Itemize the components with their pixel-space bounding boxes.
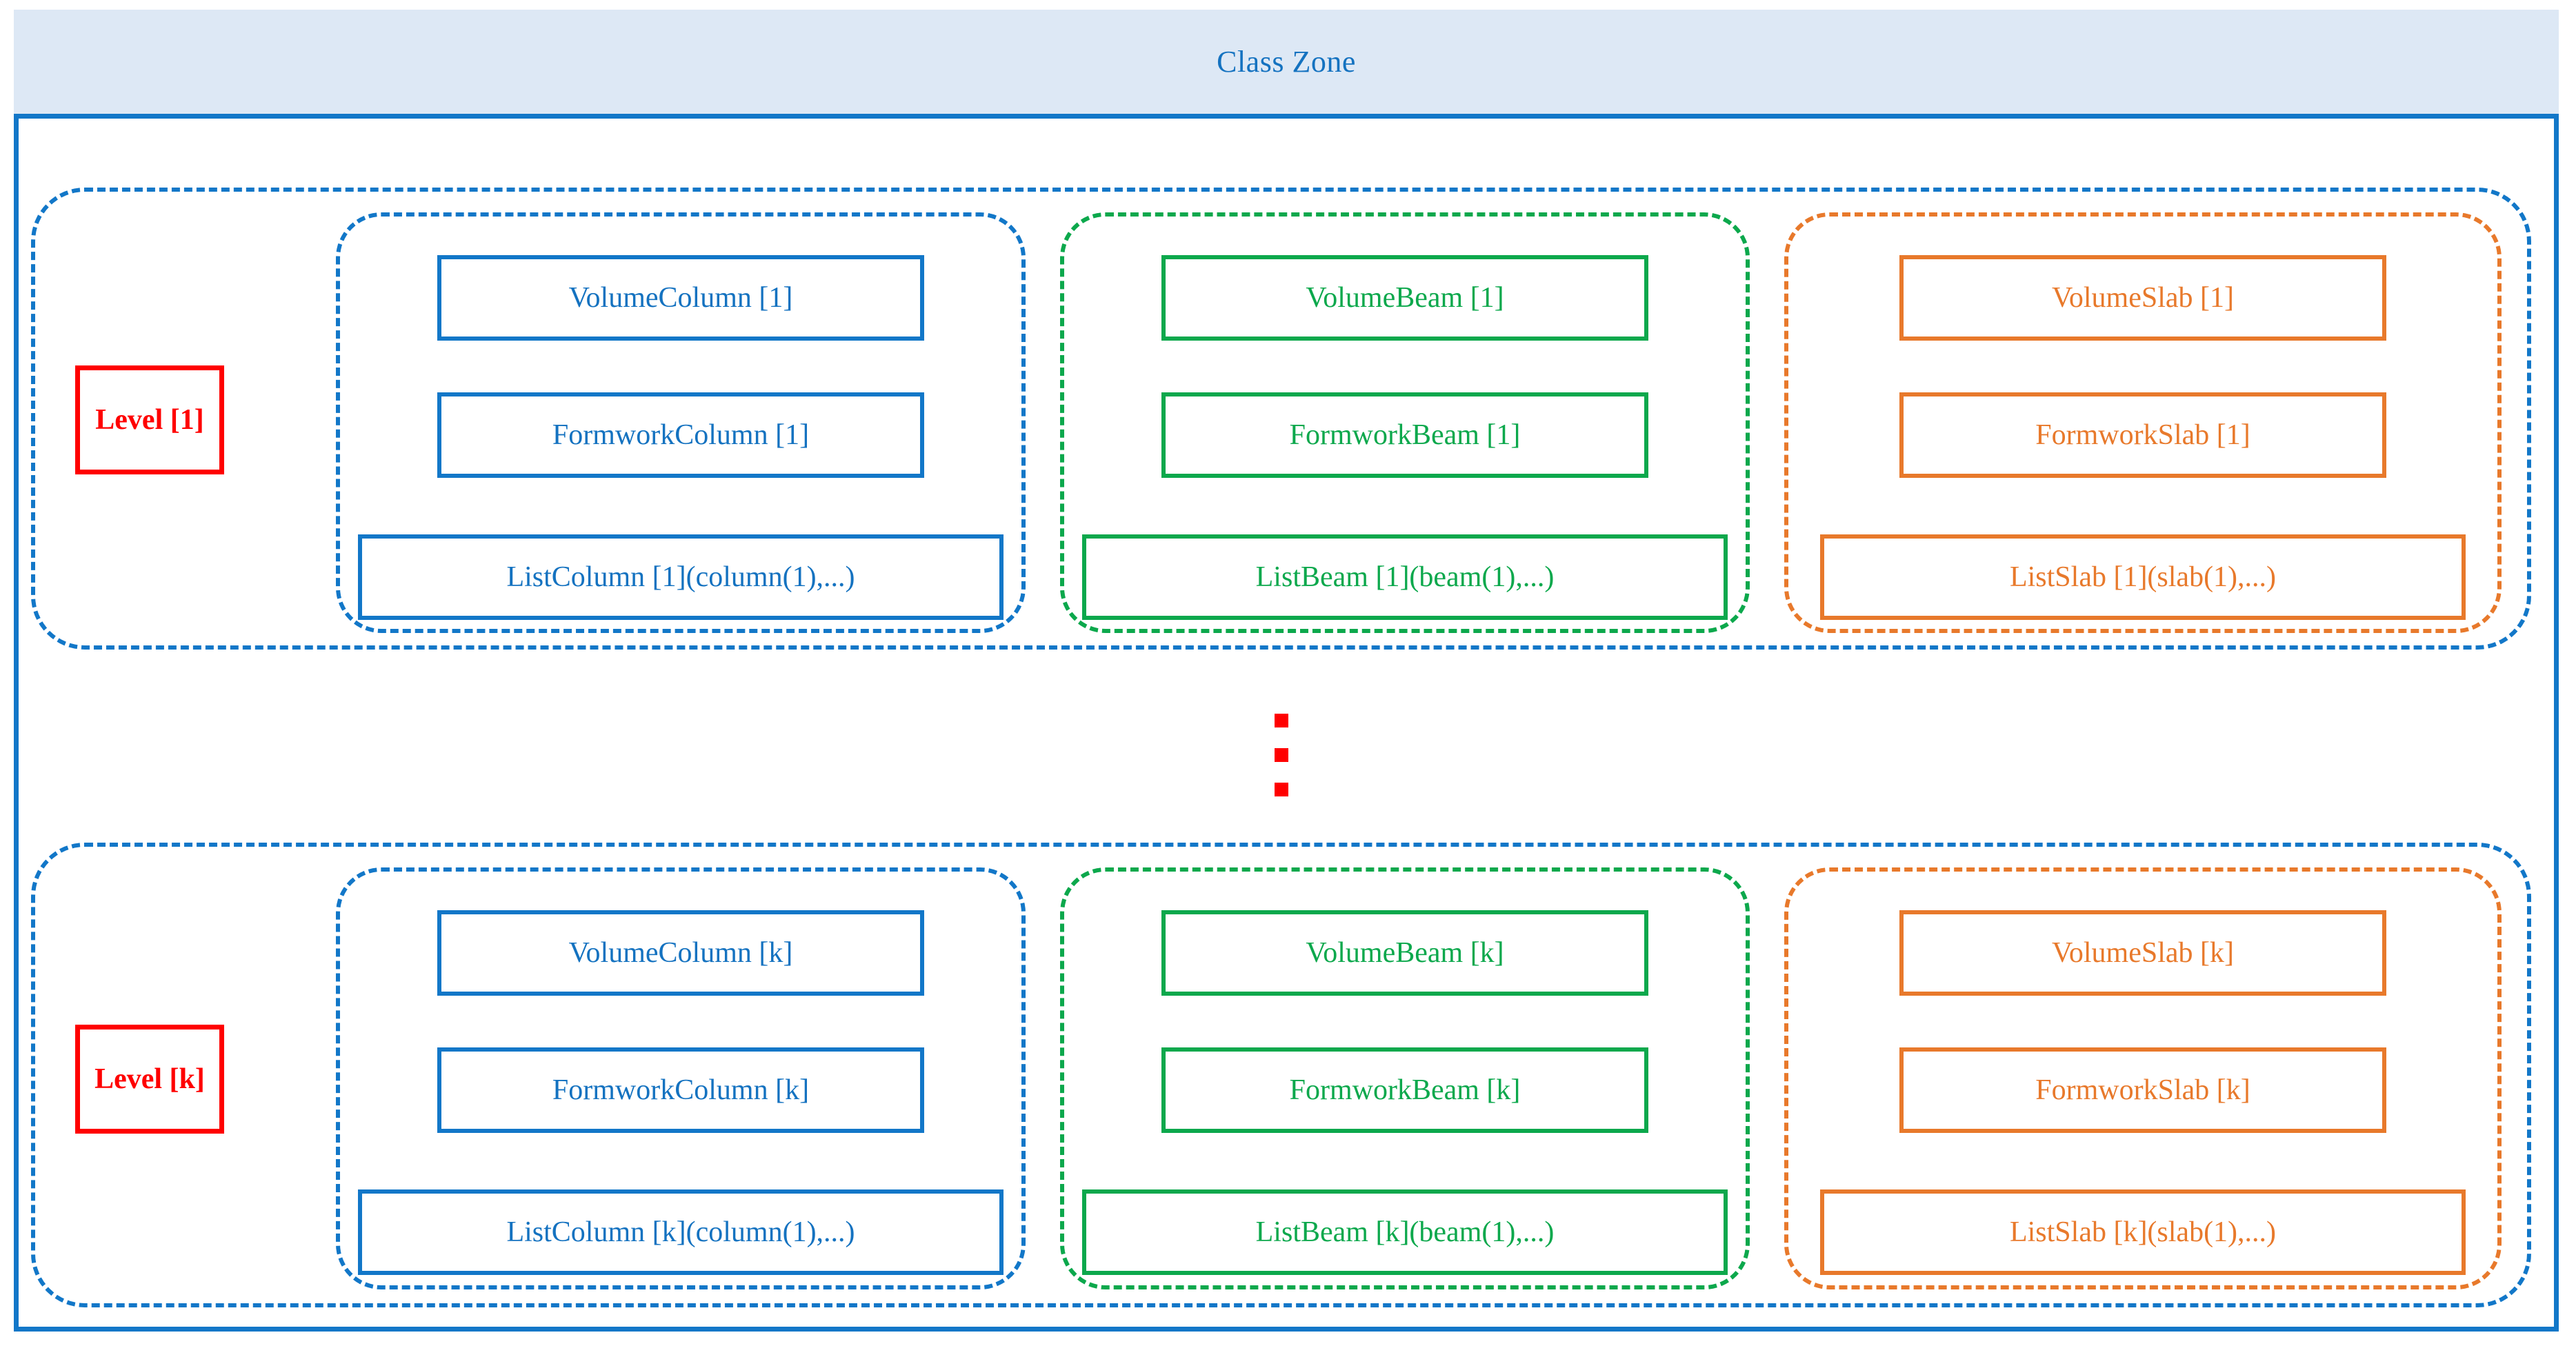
volume-slab-box-k: VolumeSlab [k] (1899, 910, 2386, 996)
formwork-slab-box-1: FormworkSlab [1] (1899, 392, 2386, 478)
volume-slab-label-k: VolumeSlab [k] (2051, 937, 2235, 969)
level-label-text-1: Level [1] (95, 404, 204, 436)
category-group-column-1: VolumeColumn [1] FormworkColumn [1] List… (336, 212, 1026, 633)
list-slab-box-1: ListSlab [1](slab(1),...) (1820, 534, 2466, 620)
list-column-box-k: ListColumn [k](column(1),...) (358, 1189, 1004, 1275)
formwork-slab-label-1: FormworkSlab [1] (2035, 419, 2250, 451)
level-label-text-k: Level [k] (94, 1063, 205, 1095)
ellipsis-dot (1275, 748, 1288, 762)
category-group-beam-1: VolumeBeam [1] FormworkBeam [1] ListBeam… (1060, 212, 1750, 633)
list-column-label-1: ListColumn [1](column(1),...) (506, 561, 855, 593)
level-label-box-k: Level [k] (75, 1025, 224, 1134)
volume-column-label-k: VolumeColumn [k] (568, 937, 793, 969)
list-column-label-k: ListColumn [k](column(1),...) (506, 1216, 855, 1248)
volume-beam-label-1: VolumeBeam [1] (1306, 282, 1504, 314)
volume-slab-label-1: VolumeSlab [1] (2051, 282, 2235, 314)
volume-beam-label-k: VolumeBeam [k] (1306, 937, 1504, 969)
volume-beam-box-k: VolumeBeam [k] (1161, 910, 1648, 996)
list-column-box-1: ListColumn [1](column(1),...) (358, 534, 1004, 620)
list-beam-box-k: ListBeam [k](beam(1),...) (1082, 1189, 1728, 1275)
formwork-column-label-1: FormworkColumn [1] (552, 419, 810, 451)
volume-slab-box-1: VolumeSlab [1] (1899, 255, 2386, 341)
formwork-column-label-k: FormworkColumn [k] (552, 1074, 810, 1106)
list-beam-label-k: ListBeam [k](beam(1),...) (1255, 1216, 1555, 1248)
level-group-1: Level [1] VolumeColumn [1] FormworkColum… (31, 188, 2531, 650)
volume-column-label-1: VolumeColumn [1] (568, 282, 793, 314)
formwork-column-box-k: FormworkColumn [k] (437, 1047, 924, 1133)
list-beam-box-1: ListBeam [1](beam(1),...) (1082, 534, 1728, 620)
list-slab-label-k: ListSlab [k](slab(1),...) (2009, 1216, 2277, 1248)
category-group-slab-1: VolumeSlab [1] FormworkSlab [1] ListSlab… (1784, 212, 2502, 633)
list-beam-label-1: ListBeam [1](beam(1),...) (1255, 561, 1555, 593)
ellipsis-dot (1275, 714, 1288, 727)
list-slab-box-k: ListSlab [k](slab(1),...) (1820, 1189, 2466, 1275)
formwork-beam-label-1: FormworkBeam [1] (1289, 419, 1521, 451)
class-zone-title: Class Zone (1217, 44, 1356, 79)
formwork-column-box-1: FormworkColumn [1] (437, 392, 924, 478)
volume-column-box-k: VolumeColumn [k] (437, 910, 924, 996)
category-group-beam-k: VolumeBeam [k] FormworkBeam [k] ListBeam… (1060, 867, 1750, 1289)
formwork-slab-label-k: FormworkSlab [k] (2035, 1074, 2250, 1106)
formwork-beam-box-k: FormworkBeam [k] (1161, 1047, 1648, 1133)
vertical-ellipsis-icon (1273, 714, 1290, 796)
level-label-box-1: Level [1] (75, 365, 224, 474)
level-group-k: Level [k] VolumeColumn [k] FormworkColum… (31, 843, 2531, 1307)
list-slab-label-1: ListSlab [1](slab(1),...) (2009, 561, 2277, 593)
formwork-beam-box-1: FormworkBeam [1] (1161, 392, 1648, 478)
formwork-slab-box-k: FormworkSlab [k] (1899, 1047, 2386, 1133)
category-group-column-k: VolumeColumn [k] FormworkColumn [k] List… (336, 867, 1026, 1289)
formwork-beam-label-k: FormworkBeam [k] (1289, 1074, 1521, 1106)
volume-column-box-1: VolumeColumn [1] (437, 255, 924, 341)
ellipsis-dot (1275, 783, 1288, 796)
category-group-slab-k: VolumeSlab [k] FormworkSlab [k] ListSlab… (1784, 867, 2502, 1289)
class-zone-header: Class Zone (14, 10, 2559, 119)
volume-beam-box-1: VolumeBeam [1] (1161, 255, 1648, 341)
